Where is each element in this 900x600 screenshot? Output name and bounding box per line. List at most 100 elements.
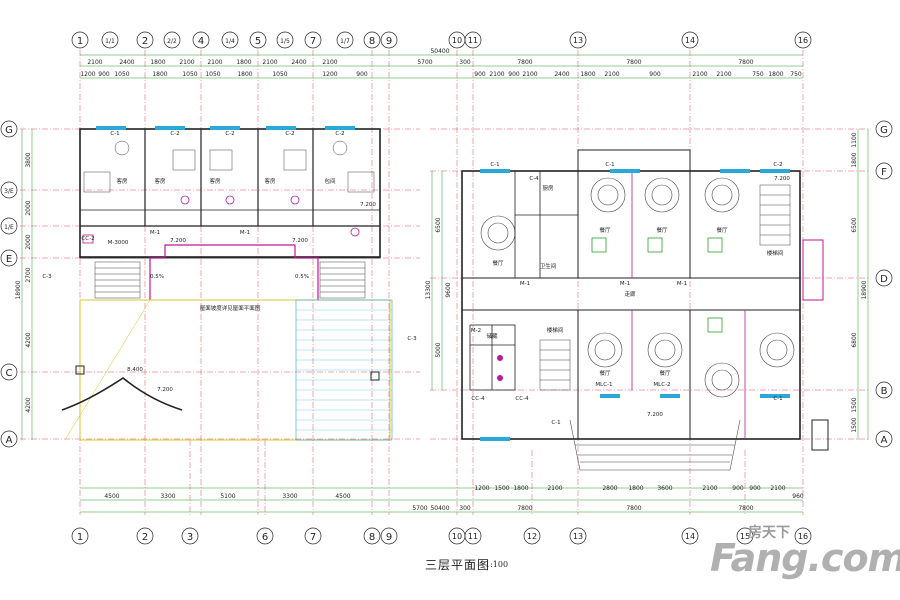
dim-text: 18900 bbox=[15, 280, 22, 299]
watermark-logo: 房天下 Fang.com bbox=[708, 520, 900, 590]
dim-text: 1800 bbox=[580, 71, 595, 78]
dim-text: 900 bbox=[749, 485, 761, 492]
dim-text: 5700 bbox=[417, 59, 432, 66]
axis-label: 6 bbox=[262, 532, 268, 543]
room-label: M-1 bbox=[677, 281, 687, 287]
dim-text: 2000 bbox=[25, 234, 32, 249]
axis-label: 8 bbox=[369, 532, 375, 543]
axis-label: 14 bbox=[685, 532, 695, 541]
dim-text: 2100 bbox=[716, 71, 731, 78]
dim-text: 1050 bbox=[182, 71, 197, 78]
axis-label: 3 bbox=[187, 532, 193, 543]
room-label: 楼梯间 bbox=[547, 326, 564, 334]
dim-text: 2100 bbox=[207, 59, 222, 66]
dim-text: 300 bbox=[459, 59, 471, 66]
room-label: 7.200 bbox=[774, 176, 790, 182]
room-label: 餐厅 bbox=[492, 259, 504, 267]
room-label: C-3 bbox=[407, 336, 417, 342]
room-label: C-3 bbox=[42, 274, 52, 280]
room-label: MLC-1 bbox=[595, 382, 612, 388]
room-label: CC-4 bbox=[515, 396, 529, 402]
dim-text: 750 bbox=[752, 71, 764, 78]
dim-text: 2400 bbox=[291, 59, 306, 66]
dim-text: 6500 bbox=[435, 217, 442, 232]
dim-text: 13300 bbox=[425, 280, 432, 299]
dim-text: 1800 bbox=[628, 485, 643, 492]
dim-text: 2800 bbox=[602, 485, 617, 492]
dim-text: 2700 bbox=[25, 267, 32, 282]
dim-text: 2100 bbox=[604, 71, 619, 78]
room-label: 楼梯间 bbox=[767, 249, 784, 257]
axis-label: 5 bbox=[255, 36, 261, 47]
room-label: C-1 bbox=[605, 162, 614, 168]
room-label: C-2 bbox=[170, 131, 179, 137]
axis-label: G bbox=[5, 125, 13, 136]
dim-text: 1800 bbox=[236, 59, 251, 66]
dim-text: 5000 bbox=[435, 342, 442, 357]
dim-text: 750 bbox=[790, 71, 802, 78]
axis-label: 13 bbox=[573, 532, 583, 541]
room-label: C-1 bbox=[110, 131, 119, 137]
room-label: 餐厅 bbox=[659, 369, 671, 377]
dim-total-top: 50400 bbox=[430, 48, 449, 55]
dim-text: 1050 bbox=[205, 71, 220, 78]
axis-label: 3/E bbox=[4, 188, 14, 195]
axis-label: 9 bbox=[386, 532, 392, 543]
axis-label: 1 bbox=[77, 532, 83, 543]
room-label: 餐厅 bbox=[656, 226, 668, 234]
room-label: 厨房 bbox=[542, 184, 554, 192]
axis-bubbles-left bbox=[0, 120, 18, 448]
dim-text: 1800 bbox=[851, 152, 858, 167]
dim-text: 900 bbox=[732, 485, 744, 492]
room-label: 客房 bbox=[209, 177, 221, 185]
dim-text: 1050 bbox=[272, 71, 287, 78]
room-label: 客房 bbox=[154, 177, 166, 185]
room-label: 客房 bbox=[264, 177, 276, 185]
axis-bubbles-top-left bbox=[71, 31, 398, 49]
dim-text: 2400 bbox=[554, 71, 569, 78]
room-label: 餐厅 bbox=[599, 226, 611, 234]
dim-text: 1800 bbox=[152, 71, 167, 78]
room-label: M-1 bbox=[240, 230, 250, 236]
dimension-lines bbox=[21, 54, 869, 513]
room-label: 7.200 bbox=[292, 238, 308, 244]
axis-label: 16 bbox=[798, 36, 808, 45]
dim-text: 2100 bbox=[262, 59, 277, 66]
dim-text: 7800 bbox=[517, 59, 532, 66]
dim-text: 1800 bbox=[150, 59, 165, 66]
axis-label: 10 bbox=[452, 36, 462, 45]
dim-text: 1500 bbox=[851, 417, 858, 432]
room-label: 屋面坡度详见屋面平面图 bbox=[200, 304, 261, 312]
right-building bbox=[461, 149, 829, 471]
dim-text: 7800 bbox=[626, 505, 641, 512]
dim-text: 2100 bbox=[87, 59, 102, 66]
dim-text: 900 bbox=[98, 71, 110, 78]
dim-text: 900 bbox=[474, 71, 486, 78]
dim-text: 2100 bbox=[179, 59, 194, 66]
dim-text: 2000 bbox=[25, 200, 32, 215]
room-label: 0.5% bbox=[150, 274, 164, 280]
room-label: 包间 bbox=[324, 177, 335, 185]
dim-text: 900 bbox=[356, 71, 368, 78]
dim-text: 1050 bbox=[114, 71, 129, 78]
dim-text: 3600 bbox=[657, 485, 672, 492]
dim-total-bottom: 50400 bbox=[430, 505, 449, 512]
axis-label: 1/E bbox=[4, 224, 14, 231]
axis-label: 14 bbox=[685, 36, 695, 45]
room-label: 7.200 bbox=[647, 412, 663, 418]
dim-text: 7800 bbox=[626, 59, 641, 66]
axis-label: 2/2 bbox=[167, 38, 177, 45]
axis-label: 2 bbox=[142, 532, 148, 543]
room-label: C-1 bbox=[490, 162, 499, 168]
axis-label: 13 bbox=[573, 36, 583, 45]
dim-text: 4200 bbox=[25, 397, 32, 412]
room-label: 7.200 bbox=[170, 238, 186, 244]
drawing-title: 三层平面图 bbox=[425, 558, 491, 572]
dim-text: 960 bbox=[792, 493, 804, 500]
dim-text: 7800 bbox=[517, 505, 532, 512]
room-label: 7.200 bbox=[157, 387, 173, 393]
dim-text: 1800 bbox=[237, 71, 252, 78]
dim-text: 300 bbox=[459, 505, 471, 512]
axis-label: 1/1 bbox=[105, 38, 115, 45]
